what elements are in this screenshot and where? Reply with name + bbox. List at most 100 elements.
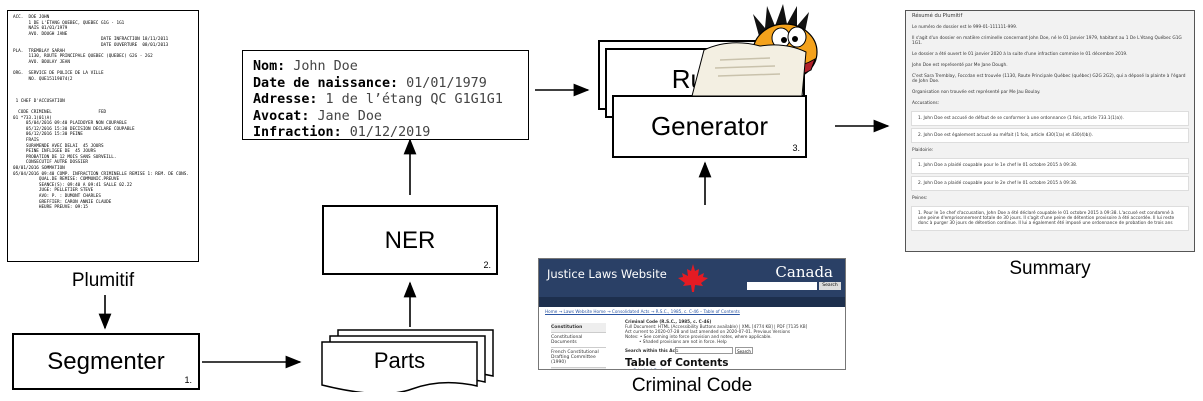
plumitif-line: 05/04/2016 09:40 PLAIDOYER NON COUPABLE: [13, 121, 127, 127]
plumitif-line: HEURE PREUVE: 09:15: [13, 205, 89, 211]
plumitif-line: ORG. SERVICE DE POLICE DE LA VILLE: [13, 70, 104, 76]
plumitif-line: 1130, ROUTE PRINCIPALE QUEBEC (QUEBEC) G…: [13, 54, 153, 60]
plumitif-line: AVO: P. : DUMONT CHARLES: [13, 194, 101, 199]
ner-step-number: 2.: [483, 260, 491, 270]
ner-label: NER: [384, 227, 436, 254]
act-title: Criminal Code (R.S.C., 1985, c. C-46): [625, 319, 712, 324]
ner-field-value: Jane Doe: [309, 108, 382, 124]
generator-label: Generator: [650, 111, 769, 141]
plumitif-line: CONSECUTIF AUTRE DOSSIER: [13, 160, 89, 166]
plumitif-line: 1 DE L'ÉTANG QUEBEC, QUEBEC G1G - 1G1: [13, 20, 125, 26]
ner-box: NER 2.: [322, 205, 498, 275]
summary-section-label: Peines:: [912, 195, 928, 201]
search-within-button[interactable]: Search: [735, 347, 753, 354]
ner-field-row: Adresse: 1 de l’étang QC G1G1G1: [253, 92, 518, 109]
ner-field-value: 01/01/1979: [398, 75, 487, 91]
notes-line-1: Notes: • See coming into force provision…: [625, 334, 772, 339]
plumitif-line: PROBATION DE 12 MOIS SANS SURVEILL.: [13, 154, 117, 160]
plumitif-line: AVO. DOUGH JANE: [13, 31, 68, 37]
ner-field-key: Nom:: [253, 59, 286, 74]
summary-item: 1. Pour le 1e chef d'accusation, John Do…: [911, 205, 1189, 232]
plumitif-line: SEANCE(S): 09:40 A 09:41 SALLE 02.22: [13, 182, 132, 188]
header-search-button[interactable]: Search: [819, 282, 841, 290]
plumitif-line: CODE CRIMINEL FED: [13, 110, 107, 116]
toc-list: – Criminal Code– 1 - Short Title– 2 - In…: [629, 369, 678, 370]
breadcrumb[interactable]: Home → Laws Website Home → Consolidated …: [545, 309, 740, 314]
nav-item[interactable]: Canada's System of Justice ▾: [651, 309, 717, 314]
segmenter-step-number: 1.: [184, 375, 192, 385]
ner-field-key: Infraction:: [253, 125, 342, 140]
summary-line: Le numéro de dossier est le 999-01-11111…: [912, 25, 1018, 30]
generator-step-number: 3.: [792, 143, 800, 153]
toc-item[interactable]: – Criminal Code: [629, 369, 678, 370]
main-nav: Family Law ▾ Criminal Justice ▾ Funding ▾ C…: [539, 297, 845, 314]
summary-line: Il s'agit d'un dossier en matière crimin…: [912, 36, 1182, 46]
side-menu-item[interactable]: Constitutional Documents: [551, 333, 606, 348]
search-within-input[interactable]: [675, 347, 733, 354]
canada-wordmark: Canada: [775, 263, 833, 281]
ner-field-row: Date de naissance: 01/01/1979: [253, 76, 518, 93]
plumitif-line: 08/01/2016 SOMMATION: [13, 166, 65, 172]
ner-field-value: 1 de l’étang QC G1G1G1: [317, 92, 503, 107]
ner-field-row: Nom: John Doe: [253, 59, 518, 76]
summary-item: 2. John Doe est également accusé au méfa…: [911, 128, 1189, 144]
ner-field-key: Date de naissance:: [253, 75, 399, 91]
plumitif-line: 1 CHEF D'ACCUSATION: [13, 98, 65, 104]
summary-line: John Doe est représenté par Me Jane Doug…: [912, 63, 1008, 68]
side-menu-item[interactable]: Constitution: [551, 323, 606, 333]
parts-label: Parts: [373, 348, 426, 373]
notes-line-2: • Shaded provisions are not in force. He…: [639, 339, 727, 344]
generator-box: Generator 3.: [612, 95, 807, 158]
nav-item[interactable]: Criminal Justice ▾: [579, 309, 619, 314]
justice-laws-header: Justice Laws Website Canada Search: [539, 259, 845, 297]
site-title: Justice Laws Website: [547, 267, 667, 281]
ner-field-key: Adresse:: [253, 92, 318, 107]
ner-field-value: John Doe: [285, 59, 358, 74]
criminal-code-caption: Criminal Code: [631, 375, 753, 396]
summary-section-label: Plaidoirie:: [912, 148, 934, 154]
plumitif-line: NAIS 01/01/1979: [13, 26, 68, 32]
ner-field-row: Infraction: 01/12/2019: [253, 125, 518, 142]
ner-field-value: 01/12/2019: [341, 125, 431, 140]
full-document-links[interactable]: Full Document: HTML (Accessibility Butto…: [625, 324, 808, 329]
summary-item: 2. John Doe a plaidé coupable pour le 2e…: [911, 175, 1189, 191]
ner-field-row: Avocat: Jane Doe: [253, 109, 518, 126]
side-menu-item[interactable]: Laws: [551, 368, 606, 369]
plumitif-line: FRAIS: [13, 138, 39, 144]
summary-item: 1. John Doe est accusé de défaut de se c…: [911, 111, 1189, 127]
side-menu-item[interactable]: French Constitutional Drafting Committee…: [551, 348, 606, 368]
plumitif-line: DATE INFRACTION 18/11/2011: [13, 37, 169, 43]
plumitif-line: 05/12/2016 15:30 DECISION DECLARE COUPAB…: [13, 126, 135, 132]
plumitif-line: GREFFIER: CARON ANNIE CLAUDE: [13, 199, 112, 205]
plumitif-line: 05/04/2016 09:40 COMP. INFRACTION CRIMIN…: [13, 171, 189, 177]
plumitif-line: NO. QUE15119074(2: [13, 76, 73, 82]
plumitif-caption: Plumitif: [71, 270, 135, 291]
summary-line: Organisation non trouvée est représenté …: [912, 90, 1041, 95]
summary-title: Résumé du Plumitif: [912, 13, 963, 19]
criminal-code-screenshot: Justice Laws Website Canada Search Famil…: [538, 258, 846, 370]
plumitif-line: DATE OUVERTURE 08/01/2013: [13, 42, 169, 48]
torn-paper-overlay: [691, 42, 807, 97]
plumitif-document: ACC. DOE JOHN 1 DE L'ÉTANG QUEBEC, QUEBE…: [7, 10, 199, 262]
plumitif-line: 01 *733.1(01)A): [13, 115, 52, 121]
header-search-input[interactable]: [747, 282, 817, 290]
maple-leaf-icon: [678, 264, 708, 292]
summary-section-label: Accusations:: [912, 101, 940, 106]
summary-line: C'est Sara Tremblay, Foccdan est trouvée…: [912, 74, 1186, 84]
ner-field-key: Avocat:: [253, 108, 310, 124]
nav-item[interactable]: Laws ▾: [722, 309, 738, 314]
nav-item[interactable]: Family Law ▾: [545, 309, 574, 314]
plumitif-line: ACC. DOE JOHN: [13, 15, 50, 20]
nav-item[interactable]: Funding ▾: [624, 309, 646, 314]
summary-item: 1. John Doe a plaidé coupable pour le 1e…: [911, 158, 1189, 174]
plumitif-line: PEINE INFLIGEE DE 45 JOURS: [13, 149, 96, 155]
segmenter-box: Segmenter 1.: [12, 333, 200, 390]
search-within-label: Search within this Act:: [625, 348, 679, 353]
summary-screenshot: Résumé du Plumitif Le numéro de dossier e…: [905, 10, 1195, 252]
toc-title: Table of Contents: [625, 357, 729, 369]
plumitif-line: SURAMENDE AVEC DELAI 45 JOURS: [13, 143, 104, 149]
plumitif-line: AVO. BOULAY JEAN: [13, 59, 70, 65]
current-to: Act current to 2020-07-28 and last amend…: [625, 329, 791, 334]
